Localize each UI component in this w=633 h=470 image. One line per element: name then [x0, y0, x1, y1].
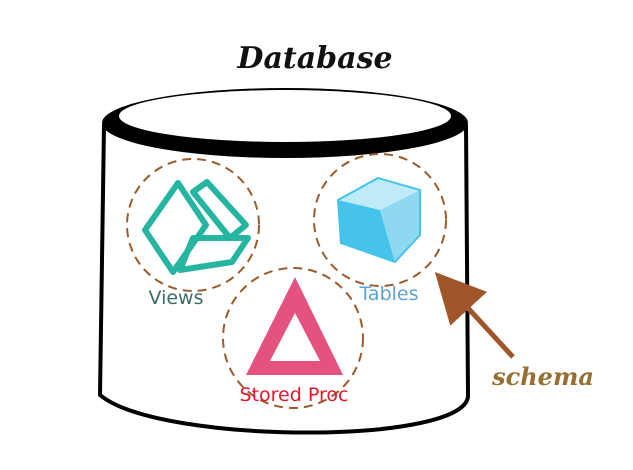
views-stacked-boxes-icon — [142, 179, 251, 275]
table-cube-icon — [336, 176, 421, 264]
stored-proc-label: Stored Proc — [240, 384, 349, 406]
tables-label: Tables — [358, 283, 418, 305]
database-cylinder — [97, 88, 471, 435]
cylinder-top-opening — [119, 90, 451, 142]
views-dashed-circle — [126, 158, 260, 292]
views-label: Views — [149, 287, 204, 309]
stored-proc-dashed-circle — [222, 267, 364, 409]
stored-proc-triangle-icon — [246, 277, 343, 375]
schema-arrow — [434, 271, 515, 359]
tables-dashed-circle — [313, 153, 447, 287]
schema-label: schema — [491, 362, 594, 391]
diagram-title: Database — [236, 41, 392, 76]
